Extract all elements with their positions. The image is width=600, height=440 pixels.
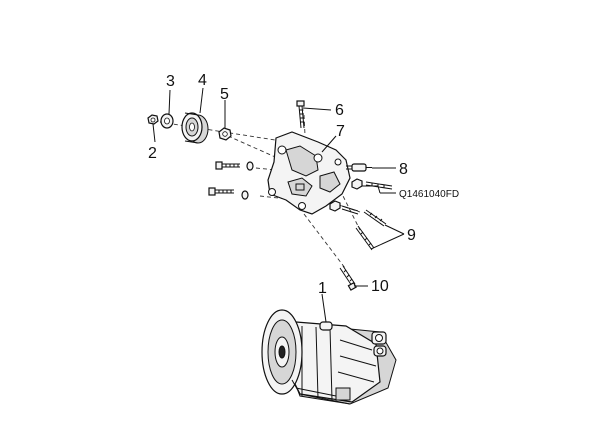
left-bolt-upper [215, 161, 254, 171]
part-4-pulley [181, 112, 209, 144]
callout-4: 4 [198, 72, 207, 89]
right-nut-middle [329, 200, 359, 215]
callout-9: 9 [407, 227, 416, 244]
part-6-bolt [296, 100, 305, 129]
callout-labels: 2 3 4 5 6 7 8 Q1461040FD 9 10 1 [148, 72, 459, 297]
part-8-stud [346, 163, 372, 172]
part-3-washer [160, 113, 174, 129]
part-2-nut [147, 114, 159, 125]
callout-2: 2 [148, 145, 157, 162]
left-bolt-lower [208, 187, 249, 200]
part-1-compressor [261, 309, 397, 405]
right-nut-upper [351, 178, 393, 190]
part-5-nut [218, 127, 232, 141]
part-9-bolts [355, 209, 387, 251]
callout-6: 6 [335, 102, 344, 119]
part-7-bracket [267, 131, 351, 215]
callout-5: 5 [220, 86, 229, 103]
callout-1: 1 [318, 280, 327, 297]
figure-code: Q1461040FD [399, 189, 459, 200]
callout-10: 10 [371, 278, 389, 295]
callout-3: 3 [166, 73, 175, 90]
callout-8: 8 [399, 161, 408, 178]
leader-lines [152, 87, 405, 323]
part-10-bolt [339, 265, 357, 291]
callout-7: 7 [336, 123, 345, 140]
